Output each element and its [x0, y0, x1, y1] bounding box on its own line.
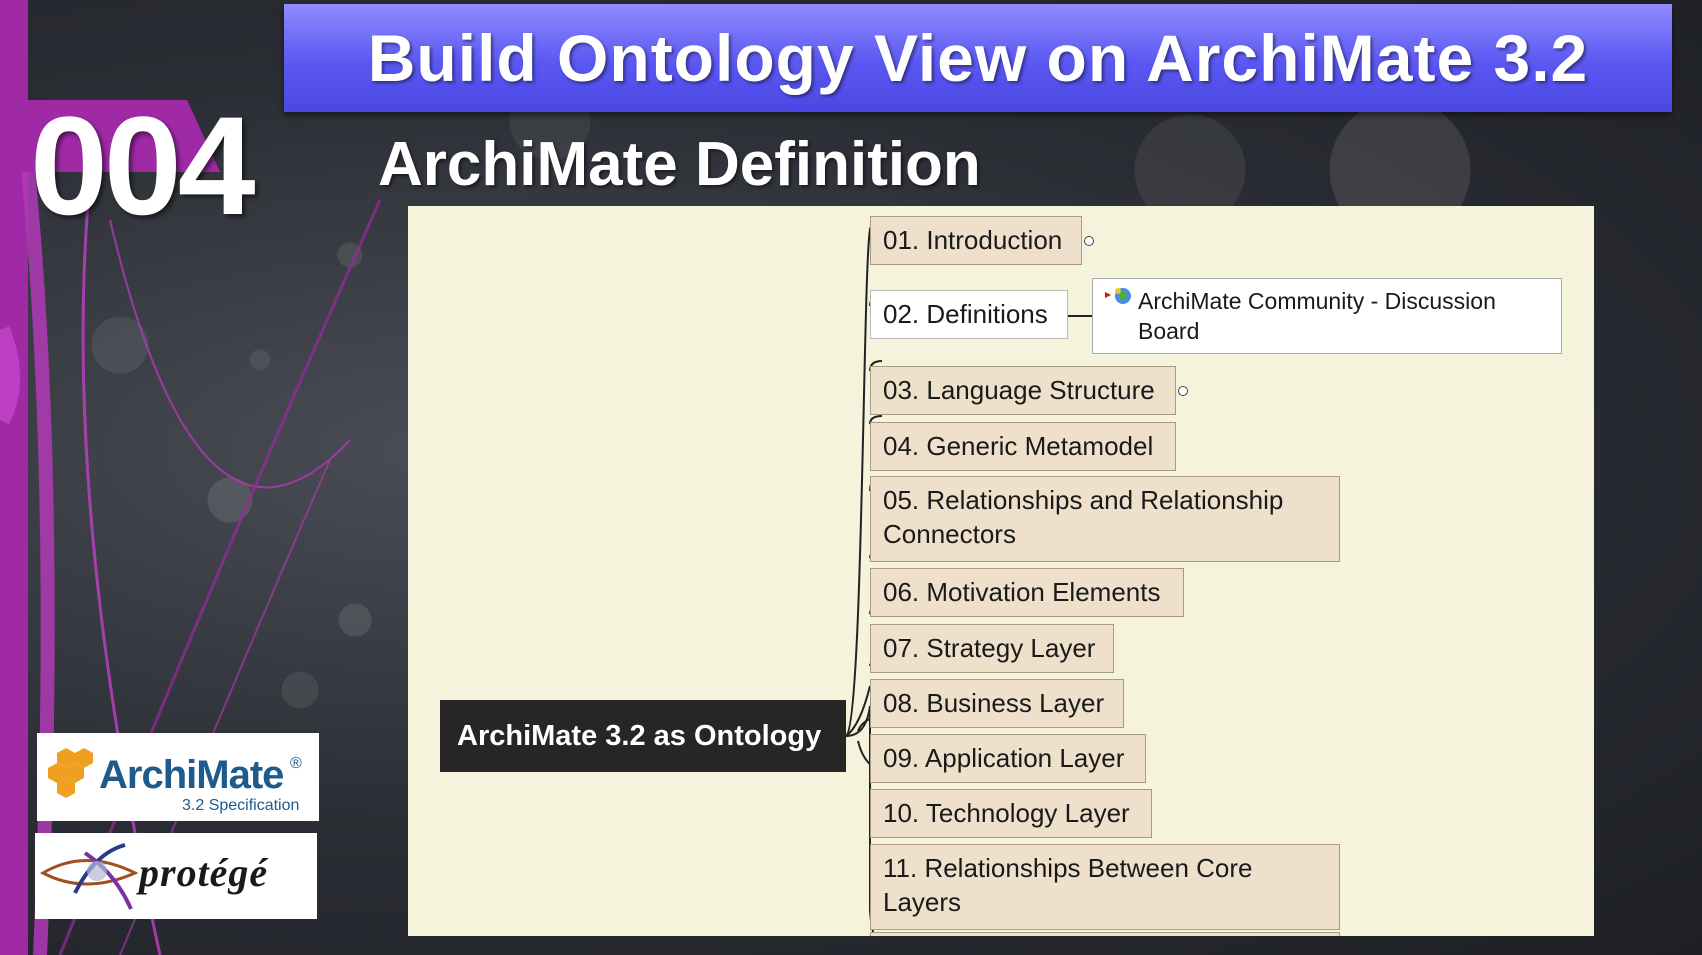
node-motivation-elements[interactable]: 06. Motivation Elements [870, 568, 1184, 617]
definitions-link-label: ArchiMate Community - Discussion Board [1138, 288, 1496, 344]
node-next-partial[interactable] [870, 932, 1340, 936]
node-application-layer[interactable]: 09. Application Layer [870, 734, 1146, 783]
definitions-link-node[interactable]: ArchiMate Community - Discussion Board [1092, 278, 1562, 354]
node-strategy-layer[interactable]: 07. Strategy Layer [870, 624, 1114, 673]
archimate-registered-mark: ® [290, 755, 302, 772]
node-technology-layer[interactable]: 10. Technology Layer [870, 789, 1152, 838]
node-business-layer[interactable]: 08. Business Layer [870, 679, 1124, 728]
node-introduction[interactable]: 01. Introduction [870, 216, 1082, 265]
mindmap-canvas: ArchiMate 3.2 as Ontology 01. Introducti… [408, 206, 1594, 936]
node-definitions[interactable]: 02. Definitions [870, 290, 1068, 339]
episode-number: 004 [30, 87, 256, 244]
node-language-structure[interactable]: 03. Language Structure [870, 366, 1176, 415]
archimate-logo: ArchiMate ® 3.2 Specification [37, 733, 319, 821]
archimate-hexagon-icon [48, 748, 93, 798]
node-relationships-connectors[interactable]: 05. Relationships and Relationship Conne… [870, 476, 1340, 562]
subtitle: ArchiMate Definition [378, 130, 981, 199]
fold-indicator[interactable] [1084, 236, 1094, 246]
node-generic-metamodel[interactable]: 04. Generic Metamodel [870, 422, 1176, 471]
fold-indicator[interactable] [1178, 386, 1188, 396]
hyperlink-globe-icon [1105, 288, 1131, 304]
protege-eye-icon [39, 843, 139, 910]
title-banner: Build Ontology View on ArchiMate 3.2 [284, 4, 1672, 112]
mindmap-root-node[interactable]: ArchiMate 3.2 as Ontology [440, 700, 846, 772]
archimate-spec-text: 3.2 Specification [182, 797, 300, 814]
episode-tab [0, 100, 220, 172]
protege-logo-text: protégé [139, 850, 269, 895]
protege-logo: protégé [35, 833, 317, 919]
archimate-logo-text: ArchiMate [99, 753, 284, 797]
node-relationships-core-layers[interactable]: 11. Relationships Between Core Layers [870, 844, 1340, 930]
